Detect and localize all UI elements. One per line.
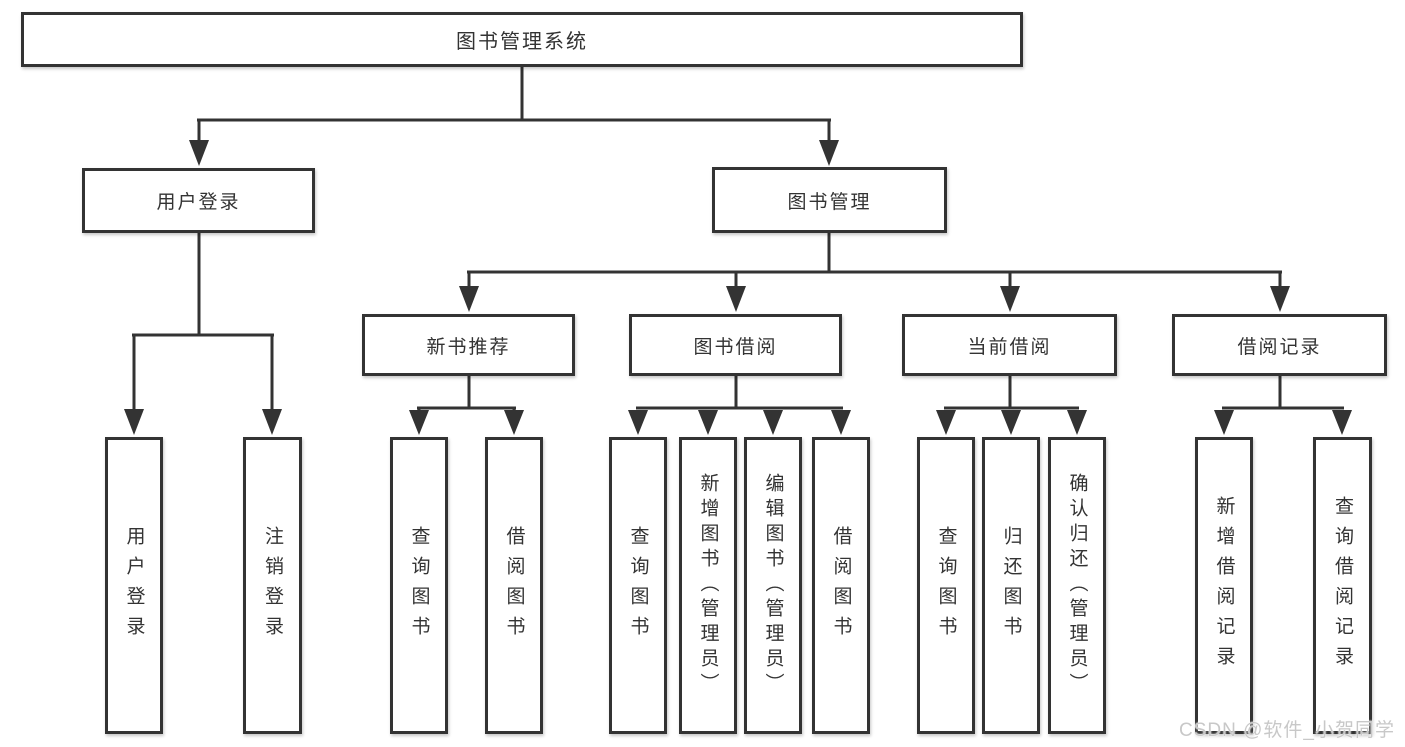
arrow-down-icon [1001, 410, 1021, 435]
leaf-query-books-recommend: 查询图书 [390, 437, 448, 734]
arrow-down-icon [1000, 286, 1020, 312]
leaf-add-book-admin: 新增图书（管理员） [679, 437, 737, 734]
leaf-label: 新增借阅记录 [1213, 495, 1235, 676]
node-book-management: 图书管理 [712, 167, 947, 233]
connector-book-management-to-level3 [459, 233, 1290, 312]
connector-root-to-level2 [189, 67, 839, 166]
leaf-edit-book-admin: 编辑图书（管理员） [744, 437, 802, 734]
node-label: 新书推荐 [426, 336, 511, 358]
arrow-down-icon [819, 140, 839, 166]
leaf-label: 新增图书（管理员） [697, 473, 719, 698]
connector-book-borrow-to-leaves [628, 376, 851, 435]
node-borrow-records: 借阅记录 [1172, 314, 1387, 376]
node-root-system: 图书管理系统 [21, 12, 1023, 67]
connector-current-borrow-to-leaves [936, 376, 1087, 435]
node-label: 图书管理 [787, 191, 872, 213]
leaf-borrow-books-recommend: 借阅图书 [485, 437, 543, 734]
node-label: 图书借阅 [693, 336, 778, 358]
node-label: 用户登录 [156, 192, 241, 213]
node-book-borrow: 图书借阅 [629, 314, 842, 376]
leaf-return-book: 归还图书 [982, 437, 1040, 734]
arrow-down-icon [189, 140, 209, 166]
leaf-label: 查询借阅记录 [1332, 495, 1353, 676]
leaf-borrow-books: 借阅图书 [812, 437, 870, 734]
arrow-down-icon [936, 410, 956, 435]
leaf-label: 用户登录 [123, 525, 145, 646]
arrow-down-icon [628, 410, 648, 435]
node-label: 借阅记录 [1237, 336, 1322, 358]
connector-borrow-records-to-leaves [1214, 376, 1352, 435]
leaf-query-borrow-record: 查询借阅记录 [1313, 437, 1372, 734]
node-user-login: 用户登录 [82, 168, 315, 233]
arrow-down-icon [1067, 410, 1087, 435]
leaf-query-books-borrow: 查询图书 [609, 437, 667, 734]
leaf-label: 查询图书 [627, 525, 649, 646]
leaf-label: 借阅图书 [830, 525, 852, 646]
leaf-label: 编辑图书（管理员） [762, 473, 784, 698]
leaf-logout: 注销登录 [243, 437, 302, 734]
arrow-down-icon [459, 286, 479, 312]
leaf-label: 注销登录 [262, 525, 283, 646]
leaf-label: 归还图书 [1000, 525, 1022, 646]
leaf-label: 查询图书 [935, 525, 957, 646]
leaf-add-borrow-record: 新增借阅记录 [1195, 437, 1253, 734]
leaf-label: 借阅图书 [503, 525, 525, 646]
connector-user-login-to-leaves [124, 233, 282, 435]
leaf-query-books-current: 查询图书 [917, 437, 975, 734]
arrow-down-icon [698, 410, 718, 435]
arrow-down-icon [1214, 410, 1234, 435]
arrow-down-icon [262, 409, 282, 435]
arrow-down-icon [1270, 286, 1290, 312]
leaf-user-login: 用户登录 [105, 437, 163, 734]
arrow-down-icon [763, 410, 783, 435]
csdn-watermark: CSDN @软件_小贺同学 [1179, 720, 1395, 741]
node-current-borrow: 当前借阅 [902, 314, 1117, 376]
arrow-down-icon [1332, 410, 1352, 435]
leaf-confirm-return-admin: 确认归还（管理员） [1048, 437, 1106, 734]
leaf-label: 确认归还（管理员） [1066, 473, 1088, 698]
node-label: 图书管理系统 [456, 31, 588, 53]
leaf-label: 查询图书 [408, 525, 430, 646]
arrow-down-icon [726, 286, 746, 312]
arrow-down-icon [409, 410, 429, 435]
connector-new-book-recommend-to-leaves [409, 376, 524, 435]
node-label: 当前借阅 [967, 336, 1052, 358]
arrow-down-icon [124, 409, 144, 435]
arrow-down-icon [504, 410, 524, 435]
node-new-book-recommend: 新书推荐 [362, 314, 575, 376]
arrow-down-icon [831, 410, 851, 435]
